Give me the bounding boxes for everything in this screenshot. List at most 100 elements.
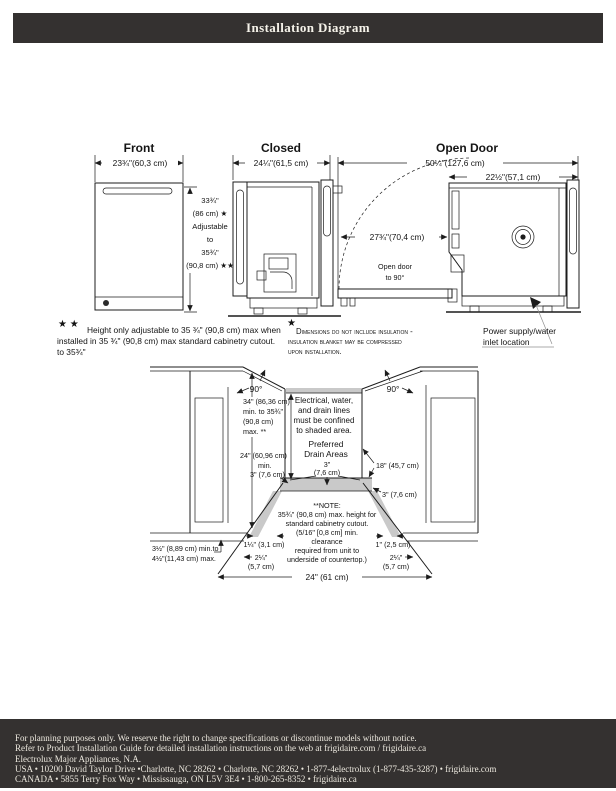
footer-line: For planning purposes only. We reserve t… [15, 733, 417, 743]
svg-text:(5/16" [0,8 cm] min.: (5/16" [0,8 cm] min. [296, 528, 358, 537]
svg-text:(90,8 cm): (90,8 cm) [243, 417, 273, 426]
svg-text:Adjustable: Adjustable [192, 222, 227, 231]
svg-text:standard cabinetry cutout.: standard cabinetry cutout. [286, 519, 369, 528]
page-title: Installation Diagram [246, 20, 370, 35]
svg-text:(5,7 cm): (5,7 cm) [383, 562, 409, 571]
confine-note: Electrical, water, and drain lines must … [294, 396, 355, 435]
insulation-footnote-marker: ★ [287, 318, 296, 329]
drain-area-top-band [286, 388, 362, 393]
footer-line: CANADA • 5855 Terry Fox Way • Mississaug… [15, 774, 357, 785]
svg-text:and drain lines: and drain lines [298, 406, 350, 415]
front-width-dim: 23¾"(60,3 cm) [113, 158, 168, 168]
svg-text:35¾" (90,8 cm) max. height for: 35¾" (90,8 cm) max. height for [278, 510, 377, 519]
opening-height-dim: 34" (86,36 cm) min. to 35¾" (90,8 cm) ma… [243, 397, 290, 436]
toe-kick-dim: 3½" (8,89 cm) min.to 4½"(11,43 cm) max. [152, 539, 224, 563]
right-cabinet-panel [430, 397, 476, 523]
front-height-dim: 33¾" (86 cm) ★ Adjustable to 35¾" (90,8 … [186, 196, 234, 270]
svg-text:4½"(11,43 cm) max.: 4½"(11,43 cm) max. [152, 554, 216, 563]
svg-text:3½" (8,89 cm) min.to: 3½" (8,89 cm) min.to [152, 544, 218, 553]
insulation-footnote: ★ Dimensions do not include insulation -… [287, 318, 413, 356]
door-swing-arc [338, 157, 471, 290]
svg-text:2¼": 2¼" [390, 553, 403, 562]
power-inlet-callout: Power supply/water inlet location [482, 297, 556, 348]
svg-text:(7,6 cm): (7,6 cm) [314, 468, 340, 477]
right-band-dim: 1" (2,5 cm) [376, 540, 411, 549]
svg-text:upon installation.: upon installation. [288, 347, 342, 356]
svg-text:to 35¾": to 35¾" [57, 347, 86, 357]
drain-area-left-band [249, 491, 282, 537]
svg-text:to 90°: to 90° [386, 273, 405, 282]
svg-text:required from unit to: required from unit to [295, 546, 359, 555]
open-door-panel [337, 288, 453, 299]
angle-right-label: 90° [387, 384, 400, 394]
svg-text:Open door: Open door [378, 262, 413, 271]
svg-text:35¾": 35¾" [201, 248, 219, 257]
closed-inlet-tab [332, 185, 343, 194]
footer-bar: For planning purposes only. We reserve t… [0, 719, 616, 788]
angle-left-label: 90° [250, 384, 263, 394]
svg-text:3": 3" [324, 460, 331, 469]
svg-text:min.: min. [258, 461, 272, 470]
open-door-title: Open Door [436, 141, 498, 155]
closed-body [246, 181, 320, 299]
svg-text:min. to 35¾": min. to 35¾" [243, 407, 284, 416]
height-footnote-marker: ★ ★ [58, 319, 79, 330]
closed-width-dim: 24¼"(61,5 cm) [254, 158, 309, 168]
svg-text:Preferred: Preferred [309, 439, 344, 449]
drain-area-right-band [368, 491, 401, 537]
front-handle [102, 187, 173, 195]
svg-text:Drain Areas: Drain Areas [304, 449, 348, 459]
door-projection-dim: 27¾"(70,4 cm) [370, 232, 425, 242]
cutout-structure [150, 366, 479, 575]
closed-back-panel [320, 179, 334, 307]
svg-text:to: to [207, 235, 213, 244]
open-body [448, 182, 567, 297]
svg-text:33¾": 33¾" [201, 196, 219, 205]
band-width-dim: 1¼" (3,1 cm) [244, 540, 285, 549]
power-inlet-arrow [530, 297, 541, 309]
front-clearance-dim: 24" (61 cm) [306, 572, 349, 582]
left-3-dim: 3" (7,6 cm) [250, 470, 285, 479]
footer-line: Electrolux Major Appliances, N.A. [15, 753, 141, 764]
closed-view-figure: Closed 24¼"(61,5 cm) [228, 141, 343, 317]
svg-text:underside of countertop.): underside of countertop.) [287, 555, 367, 564]
right-18-dim: 18" (45,7 cm) [376, 461, 419, 470]
svg-text:inlet location: inlet location [483, 337, 530, 347]
svg-text:Power supply/water: Power supply/water [483, 326, 556, 336]
opening-depth-dim: 24" (60,96 cm) min. [240, 451, 287, 470]
svg-text:clearance: clearance [311, 537, 342, 546]
svg-text:insulation blanket may be comp: insulation blanket may be compressed [288, 337, 402, 346]
open-base [461, 295, 565, 307]
closed-pump-assembly [256, 253, 297, 293]
door-swing-note: Open door to 90° [378, 262, 413, 282]
center-gap-dim: 3" (7,6 cm) [289, 460, 361, 486]
svg-text:24" (60,96 cm): 24" (60,96 cm) [240, 451, 287, 460]
preferred-drain-label: Preferred Drain Areas [304, 439, 348, 459]
right-margin-dim: 2¼" (5,7 cm) [383, 553, 409, 571]
height-footnote: ★ ★ Height only adjustable to 35 ¾" (90,… [57, 319, 281, 357]
svg-text:**NOTE:: **NOTE: [313, 501, 341, 510]
cutout-plan-figure: 90° 90° Electrical, water, and drain lin… [150, 366, 479, 582]
svg-text:34" (86,36 cm): 34" (86,36 cm) [243, 397, 290, 406]
left-cabinet-panel [194, 397, 224, 523]
svg-text:(90,8 cm) ★★: (90,8 cm) ★★ [186, 261, 234, 270]
footer-line: USA • 10200 David Taylor Drive •Charlott… [15, 763, 497, 774]
open-door-view-figure: Open Door 50¼"(127,6 cm) 22½"(57,1 cm) [337, 141, 581, 348]
open-cabinet-width-dim: 22½"(57,1 cm) [486, 172, 541, 182]
front-knob [103, 300, 109, 306]
front-title: Front [124, 141, 155, 155]
svg-text:max. **: max. ** [243, 427, 266, 436]
closed-title: Closed [261, 141, 301, 155]
left-margin-dim: 2¼" (5,7 cm) [248, 553, 274, 571]
svg-text:Electrical, water,: Electrical, water, [295, 396, 353, 405]
svg-text:to shaded area.: to shaded area. [296, 426, 352, 435]
cutout-note: **NOTE: 35¾" (90,8 cm) max. height for s… [278, 501, 377, 564]
header-bar: Installation Diagram [13, 13, 603, 43]
open-overall-width-dim: 50¼"(127,6 cm) [425, 158, 485, 168]
right-3-dim: 3" (7,6 cm) [382, 490, 417, 499]
front-cabinet-outline [94, 182, 184, 311]
svg-text:installed in 35 ¾" (90,8 cm) m: installed in 35 ¾" (90,8 cm) max standar… [57, 336, 275, 346]
front-view-figure: Front 23¾"(60,3 cm) 33¾" (86 cm) ★ Adjus… [94, 141, 234, 313]
closed-base [249, 297, 318, 309]
